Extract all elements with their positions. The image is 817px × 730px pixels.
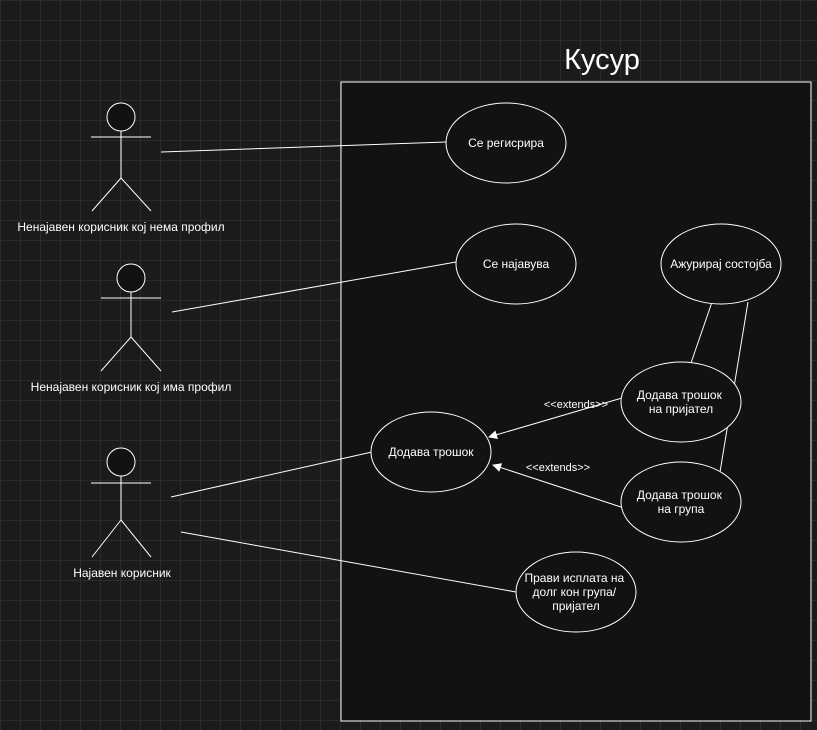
use-case-login[interactable]: Се најавува bbox=[455, 223, 577, 305]
use-case-add-expense-friend[interactable]: Додава трошок на пријател bbox=[620, 361, 742, 443]
associations bbox=[160, 141, 749, 593]
actor-logged-in bbox=[91, 447, 152, 558]
use-case-register[interactable]: Се регисрира bbox=[445, 102, 567, 184]
use-case-label: Ажурирај состојба bbox=[670, 257, 772, 271]
association-pay-debt bbox=[180, 531, 517, 593]
actor-head bbox=[106, 102, 136, 132]
actor-label-registered: Ненајавен корисник кој има профил bbox=[31, 380, 232, 394]
association-update-friend bbox=[690, 301, 713, 364]
extends-label-friend: <<extends>> bbox=[544, 399, 608, 411]
actor-registered bbox=[100, 263, 162, 372]
use-case-label: Додава трошок на група bbox=[637, 488, 725, 516]
actor-unregistered bbox=[91, 102, 152, 212]
use-case-label: Се регисрира bbox=[468, 136, 544, 150]
association-add-expense bbox=[170, 451, 373, 498]
extends-arrow-group bbox=[492, 463, 625, 509]
actor-head bbox=[116, 263, 146, 293]
association-register bbox=[160, 141, 447, 153]
use-case-update-state[interactable]: Ажурирај состојба bbox=[660, 223, 782, 305]
use-case-add-expense[interactable]: Додава трошок bbox=[370, 411, 492, 493]
actor-label-unregistered: Ненајавен корисник кој нема профил bbox=[17, 220, 224, 234]
extends-arrow-friend bbox=[488, 397, 623, 440]
system-title: Кусур bbox=[564, 44, 640, 76]
use-case-add-expense-group[interactable]: Додава трошок на група bbox=[620, 461, 742, 543]
actor-label-logged-in: Најавен корисник bbox=[73, 566, 171, 580]
use-case-pay-debt[interactable]: Прави исплата на долг кон група/ пријате… bbox=[515, 551, 637, 633]
association-login bbox=[171, 261, 457, 313]
use-case-label: Додава трошок на пријател bbox=[637, 388, 725, 416]
use-case-label: Додава трошок bbox=[389, 445, 475, 459]
use-case-label: Прави исплата на долг кон група/ пријате… bbox=[524, 571, 627, 613]
actor-head bbox=[106, 447, 136, 477]
use-case-label: Се најавува bbox=[483, 257, 550, 271]
extends-label-group: <<extends>> bbox=[526, 462, 590, 474]
